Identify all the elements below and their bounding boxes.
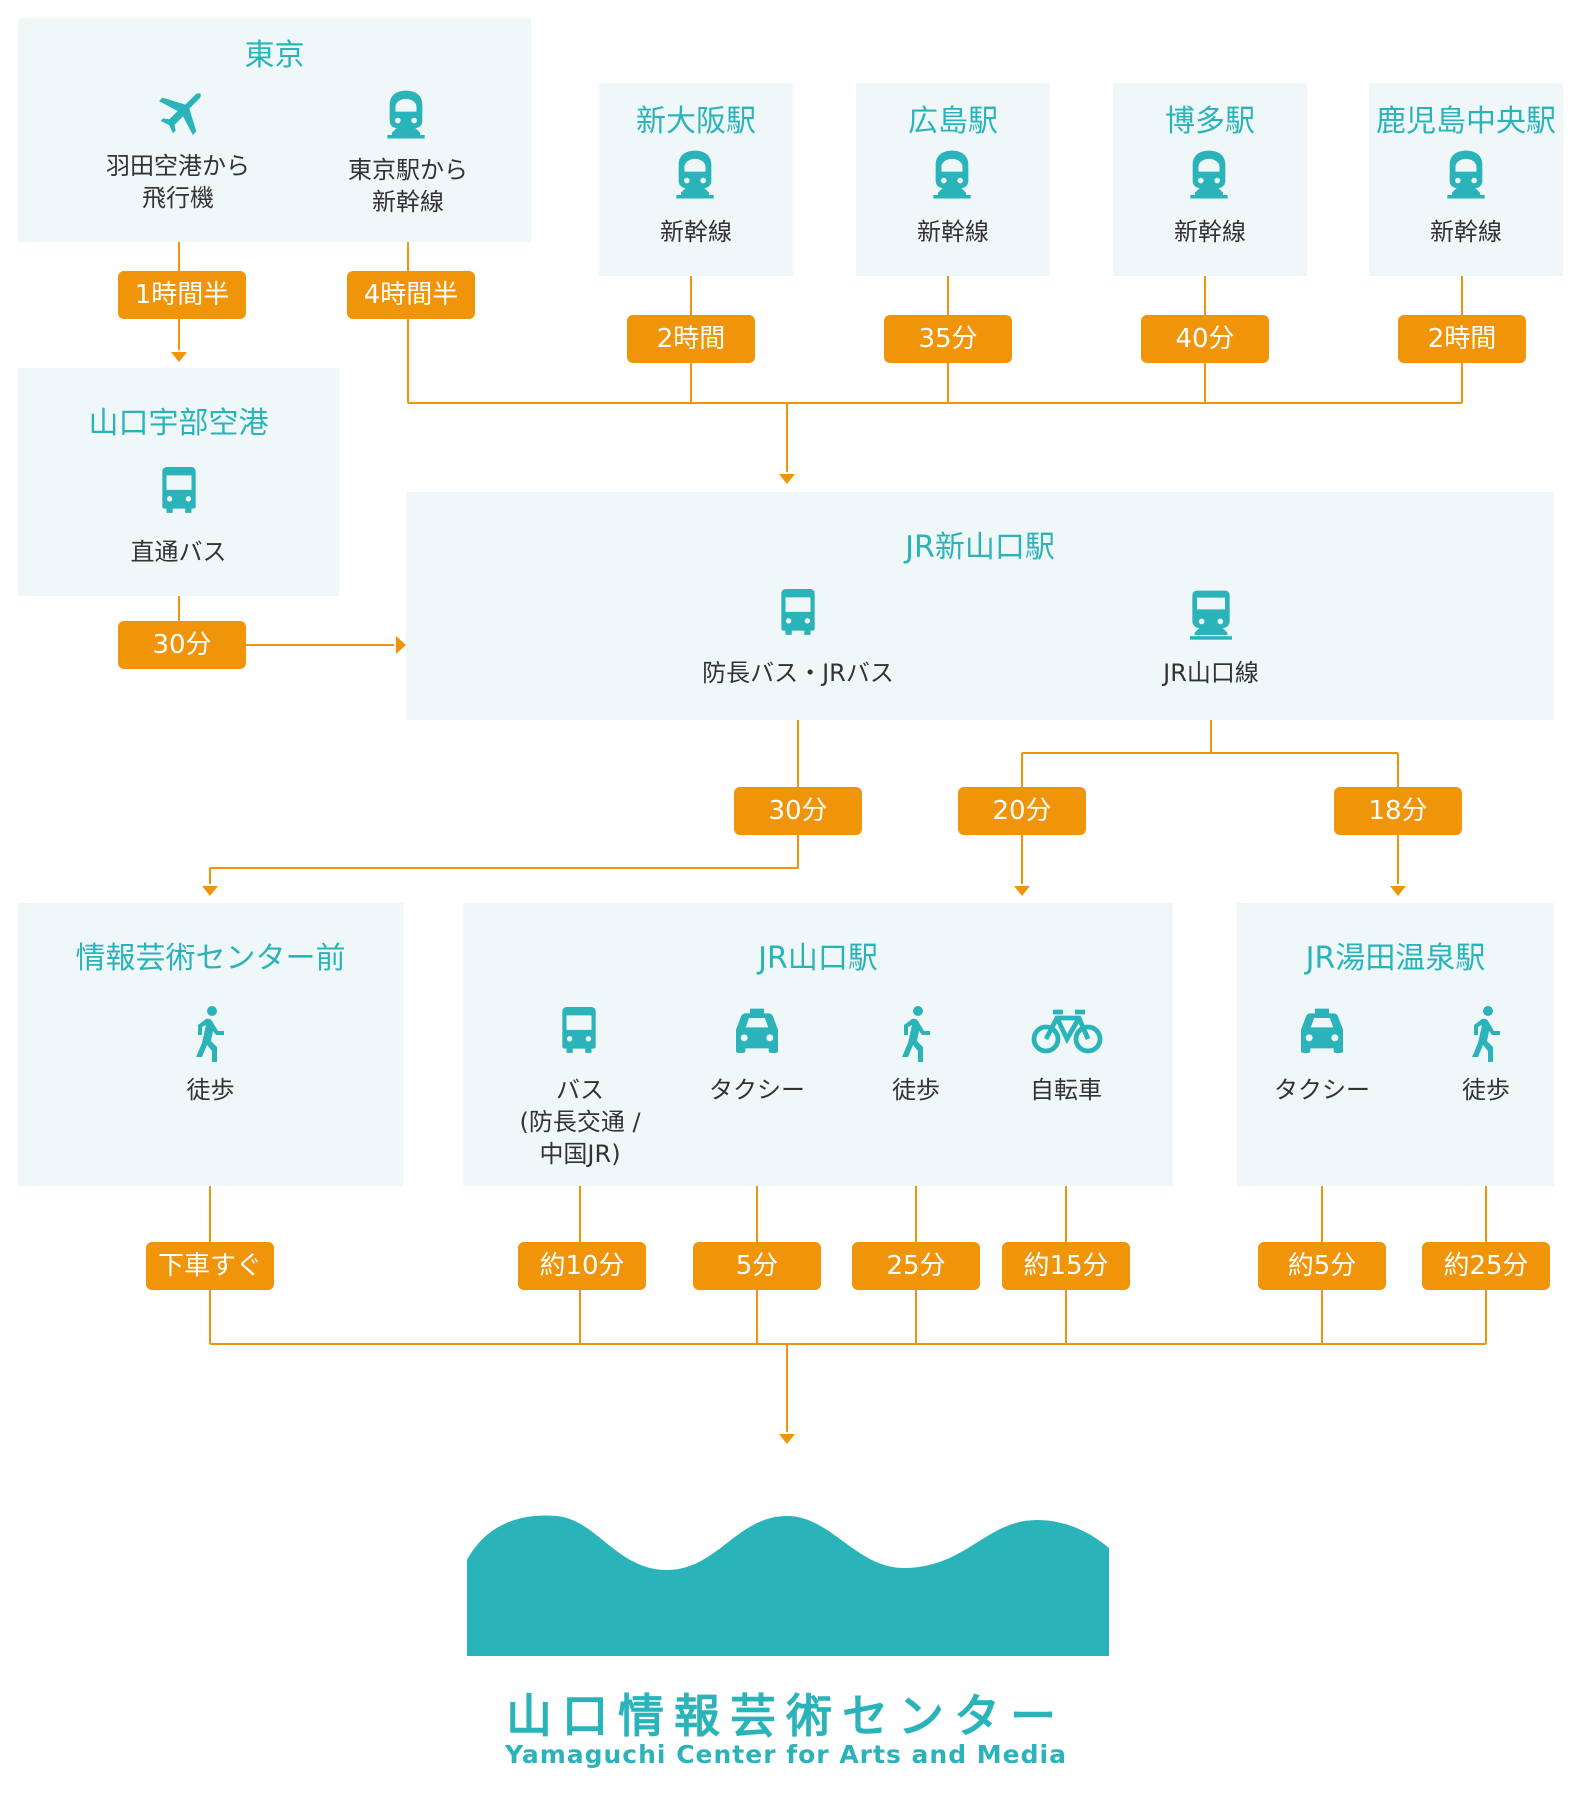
ycam-logo-wave [467,1515,1109,1656]
ube-airport-box [18,368,339,596]
time-badge-yamaguchi-bike: 約15分 [1002,1242,1130,1290]
shin-yamaguchi-title: JR新山口駅 [905,530,1055,565]
yuda-walk-label: 徒歩 [1462,1076,1510,1104]
hakata-mode: 新幹線 [1174,218,1246,246]
yuda-onsen-box [1237,903,1554,1186]
airplane-icon [159,92,201,135]
time-badge-airport-bus: 30分 [118,621,246,669]
time-badge-hiroshima: 35分 [884,315,1012,363]
ube-airport-title: 山口宇部空港 [88,406,269,441]
logo-japanese: 山口情報芸術センター [506,1689,1066,1743]
tokyo-box [18,18,531,242]
bus-icon [162,467,196,513]
yamaguchi-bus-label: バス (防長交通 / 中国JR) [519,1076,641,1168]
yamaguchi-walk-label: 徒歩 [892,1076,940,1104]
walking-icon [1472,1006,1500,1062]
bus-icon [781,589,815,635]
yamaguchi-taxi-label: タクシー [709,1076,805,1104]
center-mae-mode: 徒歩 [186,1076,235,1104]
shinkansen-icon [1447,150,1485,199]
shinkansen-icon [676,150,714,199]
time-badge-shin-osaka: 2時間 [627,315,755,363]
walking-icon [196,1006,224,1062]
hakata-title: 博多駅 [1165,104,1255,139]
time-badge-shin-yamaguchi-bus: 30分 [734,787,862,835]
time-badge-kagoshima: 2時間 [1398,315,1526,363]
kagoshima-mode: 新幹線 [1430,218,1502,246]
time-badge-to-yuda: 18分 [1334,787,1462,835]
yamaguchi-bike-label: 自転車 [1030,1076,1102,1104]
time-badge-tokyo-shinkansen: 4時間半 [347,271,475,319]
yuda-taxi-label: タクシー [1274,1076,1370,1104]
center-mae-title: 情報芸術センター前 [75,941,346,976]
shin-osaka-mode: 新幹線 [660,218,732,246]
time-badge-yamaguchi-taxi: 5分 [693,1242,821,1290]
taxi-icon [736,1008,778,1053]
hiroshima-title: 広島駅 [908,104,998,139]
walking-icon [902,1006,930,1062]
train-icon [1190,590,1232,640]
shinkansen-icon [1190,150,1228,199]
bus-icon [562,1007,596,1053]
yuda-onsen-title: JR湯田温泉駅 [1305,941,1486,976]
time-badge-haneda: 1時間半 [118,271,246,319]
taxi-icon [1301,1008,1343,1053]
shinkansen-icon [387,90,425,139]
kagoshima-title: 鹿児島中央駅 [1376,104,1556,139]
bicycle-icon [1031,1009,1103,1054]
tokyo-station-label: 東京駅から 新幹線 [348,156,468,216]
ube-airport-mode: 直通バス [130,538,227,566]
shin-yamaguchi-train: JR山口線 [1163,659,1259,687]
time-badge-yuda-walk: 約25分 [1422,1242,1550,1290]
time-badge-center-mae: 下車すぐ [146,1242,274,1290]
shin-yamaguchi-bus: 防長バス・JRバス [702,659,894,687]
hiroshima-mode: 新幹線 [917,218,989,246]
yamaguchi-station-title: JR山口駅 [758,941,878,976]
tokyo-title: 東京 [244,38,305,73]
logo-english: Yamaguchi Center for Arts and Media [505,1740,1067,1769]
time-badge-yamaguchi-walk: 25分 [852,1242,980,1290]
shinkansen-icon [933,150,971,199]
haneda-label: 羽田空港から 飛行機 [106,152,250,212]
shin-yamaguchi-box [406,492,1554,720]
shin-osaka-title: 新大阪駅 [636,104,756,139]
time-badge-to-yamaguchi: 20分 [958,787,1086,835]
time-badge-hakata: 40分 [1141,315,1269,363]
time-badge-yuda-taxi: 約5分 [1258,1242,1386,1290]
time-badge-yamaguchi-bus: 約10分 [518,1242,646,1290]
